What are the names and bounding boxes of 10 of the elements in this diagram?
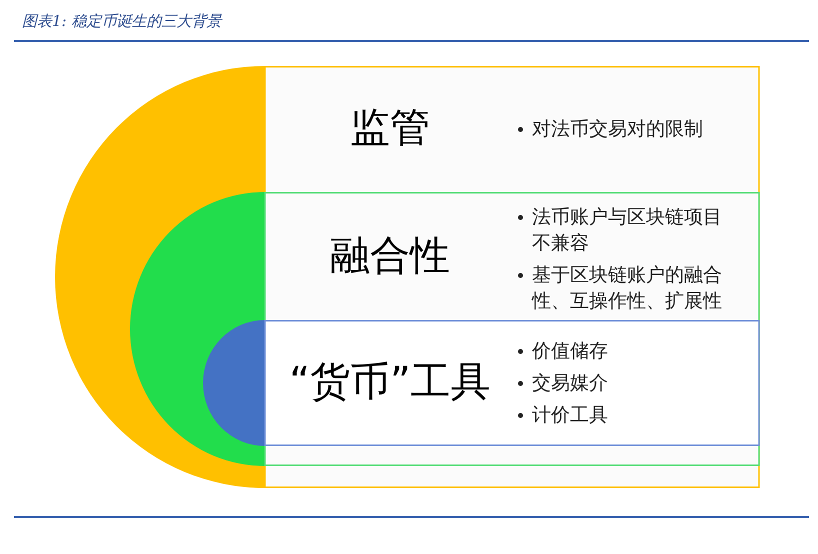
figure-title: 图表1: 稳定币诞生的三大背景 bbox=[22, 12, 222, 31]
bullet-text: 法币账户与区块链项目不兼容 bbox=[516, 204, 732, 256]
bullet-text: 对法币交易对的限制 bbox=[516, 116, 732, 142]
section-heading: 监管 bbox=[349, 104, 431, 153]
section-heading: “货币”工具 bbox=[288, 358, 492, 407]
bullet-text: 计价工具 bbox=[516, 402, 732, 428]
bullet-text: 基于区块链账户的融合性、互操作性、扩展性 bbox=[516, 262, 732, 314]
bullet-text: 交易媒介 bbox=[516, 370, 732, 396]
section-heading: 融合性 bbox=[329, 232, 451, 281]
bullet-text: 价值储存 bbox=[516, 338, 732, 364]
